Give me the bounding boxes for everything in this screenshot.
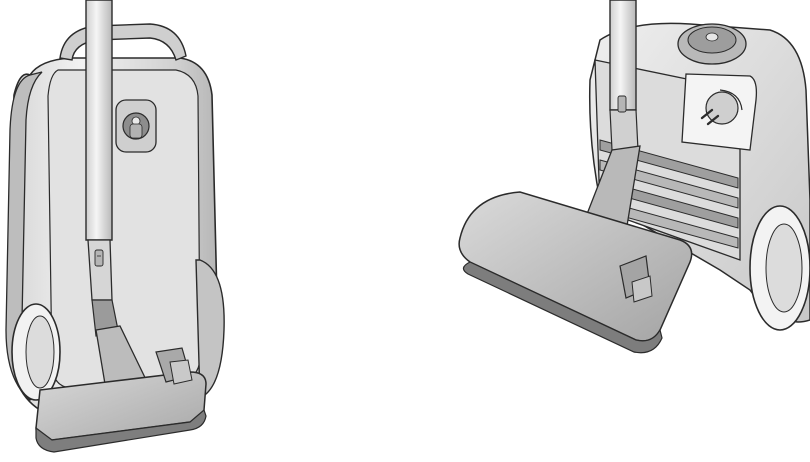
telescopic-tube: [609, 0, 637, 111]
vacuum-cleaner-icon: [5, 0, 225, 453]
telescopic-tube: [85, 0, 113, 241]
cooling-slots: [599, 139, 739, 249]
vacuum-upright-parking-figure: [0, 0, 240, 462]
floor-nozzle: [458, 191, 693, 342]
vacuum-floor-nozzle-storage-figure: [450, 0, 810, 462]
vacuum-cleaner-icon: [458, 0, 810, 354]
power-plug-icon: [700, 89, 743, 126]
carry-handle: [59, 23, 187, 61]
